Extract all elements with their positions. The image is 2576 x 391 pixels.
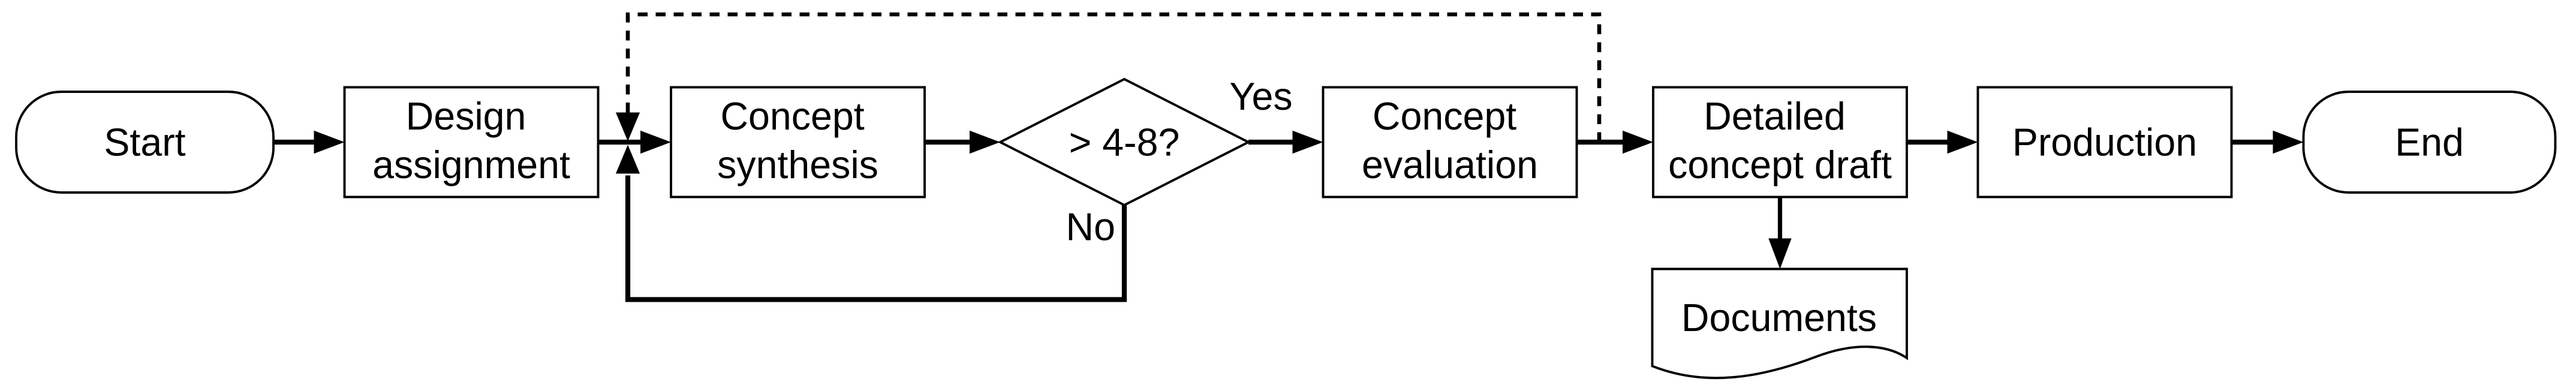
decision-diamond — [997, 77, 1251, 207]
edge-start-to-design — [273, 130, 345, 154]
process-rect — [670, 86, 926, 198]
edge-evaluation-to-detailed — [1576, 130, 1653, 154]
edge-production-to-end — [2231, 130, 2304, 154]
design-assignment-label: Design assignment — [372, 95, 570, 187]
node-detailed-concept-draft: Detailed concept draft — [1652, 86, 1908, 198]
edge-detailed-to-production — [1906, 130, 1978, 154]
yes-label: Yes — [1229, 75, 1292, 118]
arrowhead-down-icon — [615, 112, 640, 142]
arrowhead-right-icon — [970, 130, 1001, 154]
production-label: Production — [2012, 121, 2197, 164]
node-start: Start — [15, 91, 275, 194]
arrowhead-right-icon — [1622, 130, 1653, 154]
no-loop-line — [625, 175, 1127, 302]
document-shape — [1651, 267, 1908, 380]
no-label: No — [1066, 205, 1115, 248]
edge-no-loop: No — [615, 145, 1127, 302]
node-end: End — [2302, 91, 2557, 194]
process-rect — [1322, 86, 1578, 198]
end-terminator-shape — [2302, 91, 2557, 194]
node-documents: Documents — [1651, 267, 1908, 380]
node-production: Production — [1976, 86, 2233, 198]
edge-design-to-synthesis — [598, 130, 672, 154]
edge-synthesis-to-decision — [925, 130, 1001, 154]
edge-decision-to-evaluation: Yes — [1229, 75, 1323, 154]
node-concept-synthesis: Concept synthesis — [670, 86, 926, 198]
process-rect — [1976, 86, 2233, 198]
feedback-dashed-line — [625, 12, 1602, 142]
arrowhead-right-icon — [1292, 130, 1323, 154]
start-terminator-shape — [15, 91, 275, 194]
arrowhead-right-icon — [2273, 130, 2304, 154]
concept-evaluation-label: Concept evaluation — [1362, 95, 1538, 187]
process-rect — [343, 86, 600, 198]
arrowhead-up-icon — [615, 145, 640, 174]
documents-label: Documents — [1681, 296, 1877, 339]
concept-synthesis-label: Concept synthesis — [717, 95, 878, 187]
decision-label: > 4-8? — [1069, 121, 1180, 164]
end-label: End — [2395, 121, 2464, 164]
arrowhead-down-icon — [1768, 238, 1792, 269]
node-design-assignment: Design assignment — [343, 86, 600, 198]
start-label: Start — [104, 121, 185, 164]
edge-feedback-dashed — [615, 12, 1602, 142]
edge-detailed-to-documents — [1768, 197, 1792, 269]
detailed-concept-draft-label: Detailed concept draft — [1668, 95, 1892, 187]
node-decision: > 4-8? — [997, 77, 1251, 207]
node-concept-evaluation: Concept evaluation — [1322, 86, 1578, 198]
arrowhead-right-icon — [640, 130, 672, 154]
arrowhead-right-icon — [1947, 130, 1978, 154]
arrowhead-right-icon — [314, 130, 345, 154]
process-rect — [1652, 86, 1908, 198]
